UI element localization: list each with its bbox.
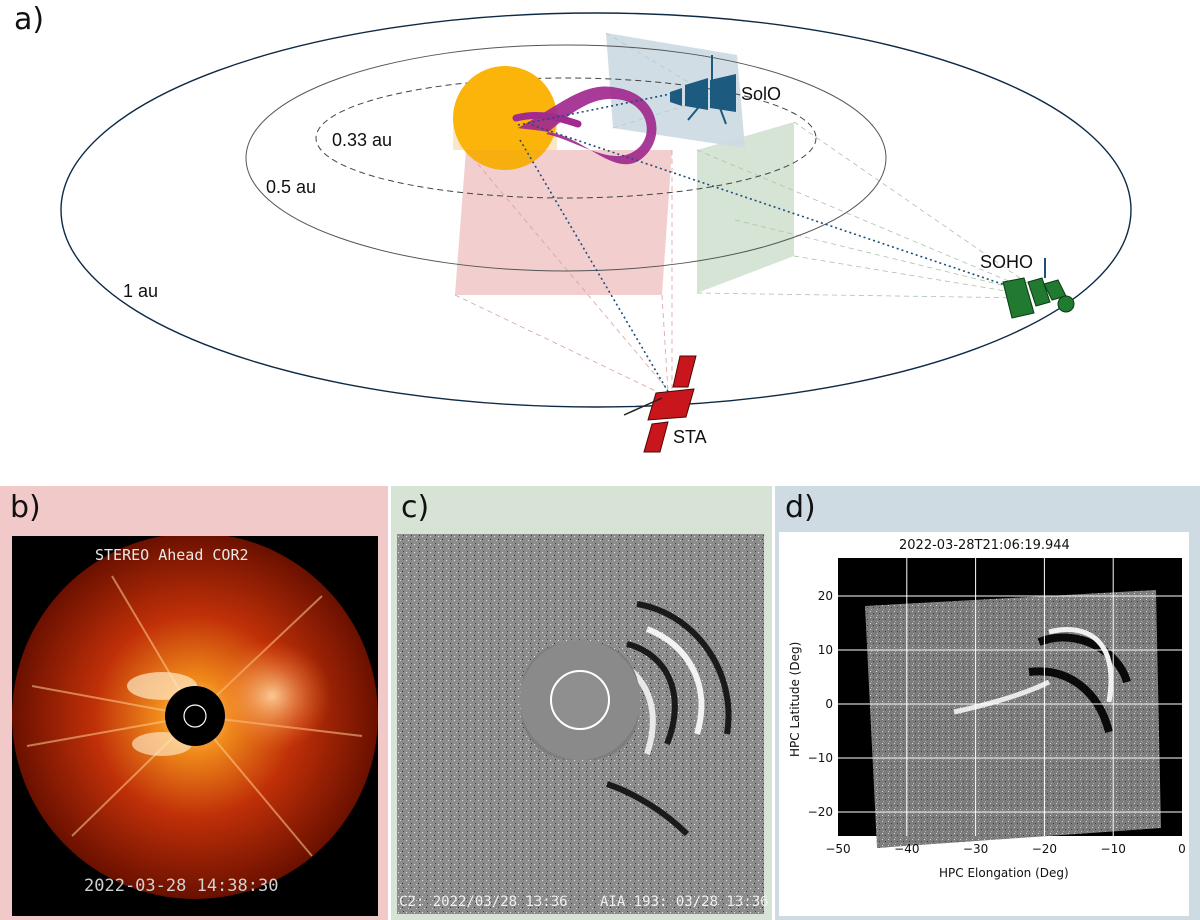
- y-axis-label: HPC Latitude (Deg): [788, 641, 802, 757]
- orbit-1au: [60, 12, 1132, 408]
- c2-caption: C2: 2022/03/28 13:36: [399, 894, 568, 910]
- label-sta: STA: [673, 427, 707, 447]
- x-tick-label: −50: [825, 842, 851, 856]
- soho-viewing-plane: [697, 122, 794, 293]
- label-0.33au: 0.33 au: [332, 130, 393, 150]
- solo-spacecraft: [670, 55, 736, 125]
- orbit-0.33au: [315, 77, 817, 199]
- cme-signature: [953, 627, 1131, 734]
- x-tick-label: −40: [894, 842, 920, 856]
- label-1au: 1 au: [123, 281, 159, 301]
- label-0.5au: 0.5 au: [266, 177, 317, 197]
- occulter: [165, 686, 225, 746]
- panel-c-label: c): [401, 490, 430, 525]
- y-tick-label: 20: [817, 589, 833, 603]
- sun-outline: [183, 704, 207, 728]
- sta-spacecraft: [623, 355, 697, 453]
- sta-projection-lines: [454, 149, 673, 396]
- x-tick-label: 0: [1178, 842, 1186, 856]
- aia-disk: [550, 670, 610, 730]
- panel-c: c) C2: 20: [391, 486, 772, 920]
- x-tick-label: −30: [962, 842, 989, 856]
- y-tick-label: 0: [825, 697, 833, 711]
- soho-projection-lines: [696, 121, 1031, 299]
- lines-of-sight: [517, 91, 1021, 396]
- solohi-plot: 2022-03-28T21:06:19.944 −50−40−3: [779, 532, 1189, 916]
- y-tick-label: 10: [817, 643, 833, 657]
- cor2-title: STEREO Ahead COR2: [95, 546, 249, 564]
- panel-a-label: a): [14, 2, 45, 37]
- label-solo: SolO: [741, 84, 782, 104]
- sta-viewing-plane: [455, 150, 672, 295]
- orbit-diagram: [60, 12, 1132, 453]
- panel-a: a): [14, 2, 1132, 453]
- lasco-aia-image: C2: 2022/03/28 13:36 AIA 193: 03/28 13:3…: [397, 534, 769, 914]
- y-tick-label: −20: [807, 805, 833, 819]
- cme-front: [212, 641, 332, 751]
- flux-rope: [518, 86, 657, 165]
- aia-caption: AIA 193: 03/28 13:36: [600, 894, 769, 910]
- solohi-field: [865, 590, 1161, 848]
- x-tick-label: −20: [1031, 842, 1058, 856]
- cme-structure: [606, 601, 732, 837]
- y-tick-label: −10: [807, 751, 833, 765]
- sun: [453, 66, 557, 170]
- panel-d: d) 2022-03-28T21:06:19.944: [775, 486, 1200, 920]
- panel-b: b): [0, 486, 388, 920]
- panel-b-label: b): [10, 490, 41, 525]
- plot-title: 2022-03-28T21:06:19.944: [899, 538, 1070, 553]
- orbit-0.5au: [245, 44, 887, 272]
- x-axis-label: HPC Elongation (Deg): [939, 866, 1069, 880]
- panel-d-label: d): [785, 490, 816, 525]
- x-tick-label: −10: [1100, 842, 1126, 856]
- cor2-timestamp: 2022-03-28 14:38:30: [84, 876, 279, 896]
- cor2-image: STEREO Ahead COR2 2022-03-28 14:38:30: [12, 536, 378, 916]
- soho-spacecraft: [1002, 258, 1075, 319]
- label-soho: SOHO: [980, 252, 1034, 272]
